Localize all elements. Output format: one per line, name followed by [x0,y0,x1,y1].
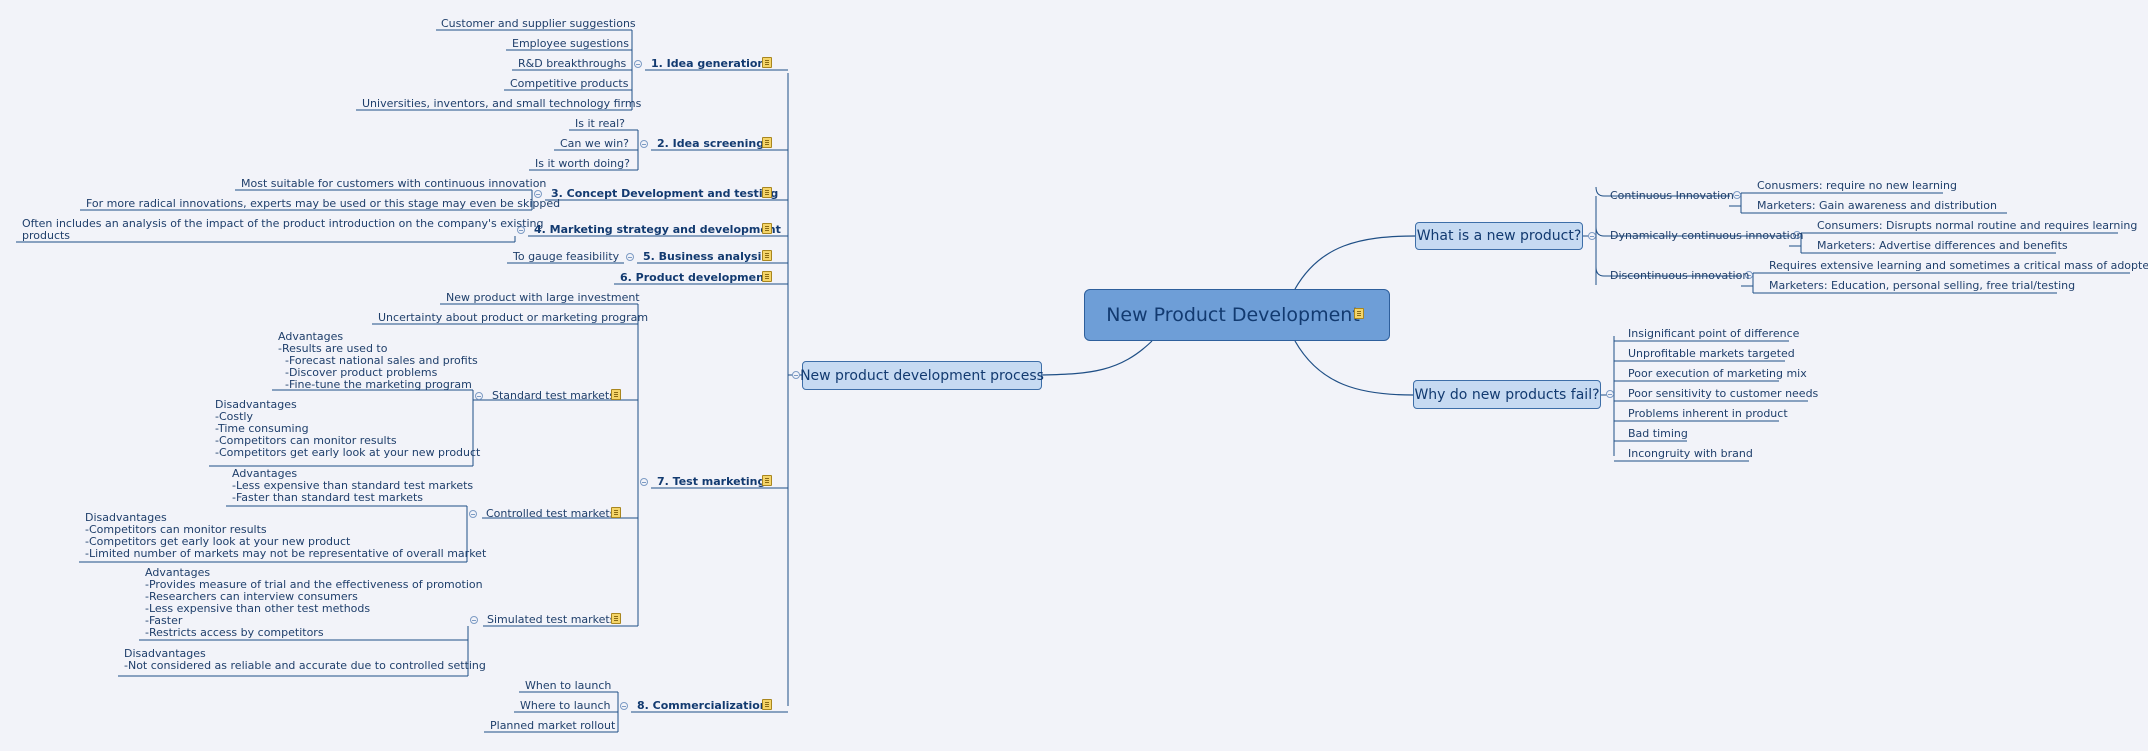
list-item: For more radical innovations, experts ma… [86,197,561,210]
list-item: Consumers: Disrupts normal routine and r… [1817,219,2138,232]
sub-simulated-test-markets[interactable]: Simulated test markets [487,613,616,626]
sub-controlled-test-markets[interactable]: Controlled test markets [486,507,616,520]
collapse-icon[interactable] [640,478,648,486]
list-item: Competitive products [510,77,629,90]
list-item: Most suitable for customers with continu… [241,177,547,190]
note-icon[interactable] [762,271,772,282]
topic-what-is-new-product[interactable]: What is a new product? [1415,222,1583,250]
note-icon[interactable] [762,137,772,148]
stage-idea-screening[interactable]: 2. Idea screening [657,137,765,150]
list-item: Planned market rollout [490,719,616,732]
collapse-icon[interactable] [792,371,800,379]
collapse-icon[interactable] [626,253,634,261]
list-item: Incongruity with brand [1628,447,1753,460]
note-icon[interactable] [762,475,772,486]
disadvantages-block: Disadvantages -Competitors can monitor r… [85,511,487,560]
topic-label: What is a new product? [1416,228,1582,244]
stage-marketing-strategy[interactable]: 4. Marketing strategy and development [534,223,781,236]
stage-business-analysis[interactable]: 5. Business analysis [643,250,768,263]
note-icon[interactable] [762,57,772,68]
collapse-icon[interactable] [1793,231,1801,239]
list-item: Marketers: Advertise differences and ben… [1817,239,2068,252]
collapse-icon[interactable] [470,616,478,624]
note-icon[interactable] [762,223,772,234]
note-icon[interactable] [762,187,772,198]
list-item: Bad timing [1628,427,1688,440]
collapse-icon[interactable] [469,510,477,518]
list-item: Customer and supplier suggestions [441,17,636,30]
connector [1294,340,1414,396]
collapse-icon[interactable] [517,226,525,234]
root-topic[interactable]: New Product Development [1084,289,1390,341]
list-item: R&D breakthroughs [518,57,627,70]
topic-label: Why do new products fail? [1414,386,1600,403]
connector [1595,186,1730,197]
list-item: Is it real? [575,117,626,130]
list-item: Universities, inventors, and small techn… [362,97,642,110]
note-icon[interactable] [762,250,772,261]
list-item: Marketers: Gain awareness and distributi… [1757,199,1997,212]
collapse-icon[interactable] [475,392,483,400]
group-continuous-innovation[interactable]: Continuous Innovation [1610,189,1734,202]
connector [1041,340,1153,376]
connector [1595,226,1790,237]
collapse-icon[interactable] [534,190,542,198]
list-item: Problems inherent in product [1628,407,1788,420]
list-item: Marketers: Education, personal selling, … [1769,279,2076,292]
list-item: Is it worth doing? [535,157,630,170]
collapse-icon[interactable] [1606,390,1614,398]
stage-commercialization[interactable]: 8. Commercialization [637,699,768,712]
note-icon[interactable] [611,389,621,400]
collapse-icon[interactable] [634,60,642,68]
stage-concept-testing[interactable]: 3. Concept Development and testing [551,187,779,200]
list-item: Poor execution of marketing mix [1628,367,1807,380]
list-item: New product with large investment [446,291,640,304]
list-item: Conusmers: require no new learning [1757,179,1957,192]
list-item: To gauge feasibility [513,250,620,263]
group-dynamic-continuous-innovation[interactable]: Dynamically continuous innovation [1610,229,1804,242]
list-item: When to launch [525,679,612,692]
advantages-block: Advantages -Less expensive than standard… [232,467,474,504]
advantages-block: Advantages -Provides measure of trial an… [145,566,483,639]
list-item: Employee sugestions [512,37,629,50]
note-icon[interactable] [611,613,621,624]
connector [1595,266,1742,277]
stage-test-marketing[interactable]: 7. Test marketing [657,475,766,488]
advantages-block: Advantages -Results are used to -Forecas… [278,330,478,391]
collapse-icon[interactable] [640,140,648,148]
list-item: Poor sensitivity to customer needs [1628,387,1819,400]
collapse-icon[interactable] [1588,232,1596,240]
topic-why-products-fail[interactable]: Why do new products fail? [1413,380,1601,409]
sub-standard-test-markets[interactable]: Standard test markets [492,389,615,402]
note-icon[interactable] [1354,308,1364,319]
note-icon[interactable] [611,507,621,518]
connector [1294,235,1416,290]
disadvantages-block: Disadvantages -Costly -Time consuming -C… [215,398,481,459]
collapse-icon[interactable] [1733,191,1741,199]
list-item: Uncertainty about product or marketing p… [378,311,649,324]
group-discontinuous-innovation[interactable]: Discontinuous innovation [1610,269,1750,282]
disadvantages-block: Disadvantages -Not considered as reliabl… [124,647,486,672]
root-topic-label: New Product Development [1106,304,1360,326]
collapse-icon[interactable] [1745,271,1753,279]
list-item: Can we win? [560,137,630,150]
topic-development-process[interactable]: New product development process [800,361,1044,390]
list-item: Unprofitable markets targeted [1628,347,1795,360]
collapse-icon[interactable] [620,702,628,710]
topic-label: New product development process [800,367,1044,384]
note-icon[interactable] [762,699,772,710]
list-item: Often includes an analysis of the impact… [22,217,544,242]
list-item: Insignificant point of difference [1628,327,1800,340]
stage-product-development[interactable]: 6. Product development [620,271,770,284]
list-item: Where to launch [520,699,611,712]
stage-idea-generation[interactable]: 1. Idea generation [651,57,766,70]
list-item: Requires extensive learning and sometime… [1769,259,2148,272]
